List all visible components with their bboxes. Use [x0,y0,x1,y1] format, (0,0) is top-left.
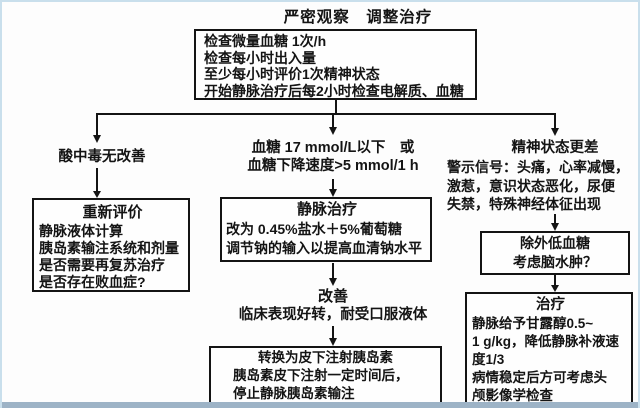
treatment-line: 静脉给予甘露醇0.5~ [472,316,594,331]
monitor-line: 检查微量血糖 1次/h [204,33,327,49]
monitor-line: 开始静脉治疗后每2小时检查电解质、血糖 [204,82,464,99]
monitor-line: 检查每小时出入量 [204,49,316,66]
warning-signs-text: 警示信号：头痛，心率减慢， 激惹，意识状态恶化，尿便 失禁，特殊神经体征出现 [447,158,638,214]
improvement-label-title: 改善 [317,288,348,305]
bottom-border-band [2,402,638,408]
subcutaneous-switch-line: 胰岛素皮下注射一定时间后， [233,368,409,383]
subcutaneous-switch-box: 转换为皮下注射胰岛素 胰岛素皮下注射一定时间后， 停止静脉胰岛素输注 [209,346,442,404]
treatment-line: 病情稳定后方可考虑头 [472,370,607,385]
iv-treatment-line: 改为 0.45%盐水＋5%葡萄糖 [226,221,402,237]
reevaluate-line: 是否需要再复苏治疗 [39,257,165,273]
subcutaneous-switch-title: 转换为皮下注射胰岛素 [258,350,393,365]
treatment-box: 治疗 静脉给予甘露醇0.5~ 1 g/kg，降低静脉补液速 度1/3 病情稳定后… [465,292,633,405]
iv-treatment-box-title: 静脉治疗 [296,201,357,218]
monitor-box: 检查微量血糖 1次/h 检查每小时出入量 至少每小时评价1次精神状态 开始静脉治… [194,29,477,100]
arrowhead [329,278,337,286]
reevaluate-box-title: 重新评价 [82,204,143,221]
iv-treatment-line: 调节钠的输入以提高血清钠水平 [226,239,422,256]
reevaluate-box: 重新评价 静脉液体计算 胰岛素输注系统和剂量 是否需要再复苏治疗 是否存在败血症… [32,198,190,292]
exclude-hypoglycemia-box: 除外低血糖 考虑脑水肿？ [480,231,630,275]
treatment-line: 颅影像学检查 [472,388,553,403]
arrowhead [329,338,337,346]
monitor-line: 至少每小时评价1次精神状态 [204,66,380,82]
arrowhead [93,135,101,143]
treatment-box-title: 治疗 [536,297,565,313]
improvement-label: 改善 临床表现好转，耐受口服液体 [223,288,443,324]
exclude-hypoglycemia-line: 除外低血糖 [520,235,590,251]
exclude-hypoglycemia-line: 考虑脑水肿？ [513,254,597,270]
reevaluate-line: 胰岛素输注系统和剂量 [39,240,179,256]
warning-signs-line: 失禁，特殊神经体征出现 [447,196,601,212]
warning-signs-line: 警示信号：头痛，心率减慢， [447,159,629,175]
treatment-line: 1 g/kg，降低静脉补液速 [472,334,620,349]
arrowhead [551,128,559,136]
flowchart-title: 严密观察 调整治疗 [283,9,433,26]
reevaluate-line: 静脉液体计算 [39,223,123,239]
glucose-branch-label-line: 血糖 17 mmol/L以下 或 [251,140,415,156]
arrowhead [551,223,559,231]
glucose-branch-label-line: 血糖下降速度>5 mmol/1 h [247,158,419,174]
iv-treatment-box: 静脉治疗 改为 0.45%盐水＋5%葡萄糖 调节钠的输入以提高血清钠水平 [220,197,432,262]
mental-status-branch-label: 精神状态更差 [511,140,599,156]
glucose-branch-label: 血糖 17 mmol/L以下 或 血糖下降速度>5 mmol/1 h [233,139,433,175]
warning-signs-line: 激惹，意识状态恶化，尿便 [447,177,615,194]
acidosis-branch-label: 酸中毒无改善 [58,149,146,165]
arrowhead [329,189,337,197]
reevaluate-line: 是否存在败血症? [39,274,146,290]
treatment-line: 度1/3 [472,352,505,367]
arrowhead [551,285,559,292]
improvement-label-line: 临床表现好转，耐受口服液体 [238,307,428,323]
arrowhead [93,191,101,198]
arrowhead [329,127,337,135]
subcutaneous-switch-line: 停止静脉胰岛素输注 [233,386,355,401]
